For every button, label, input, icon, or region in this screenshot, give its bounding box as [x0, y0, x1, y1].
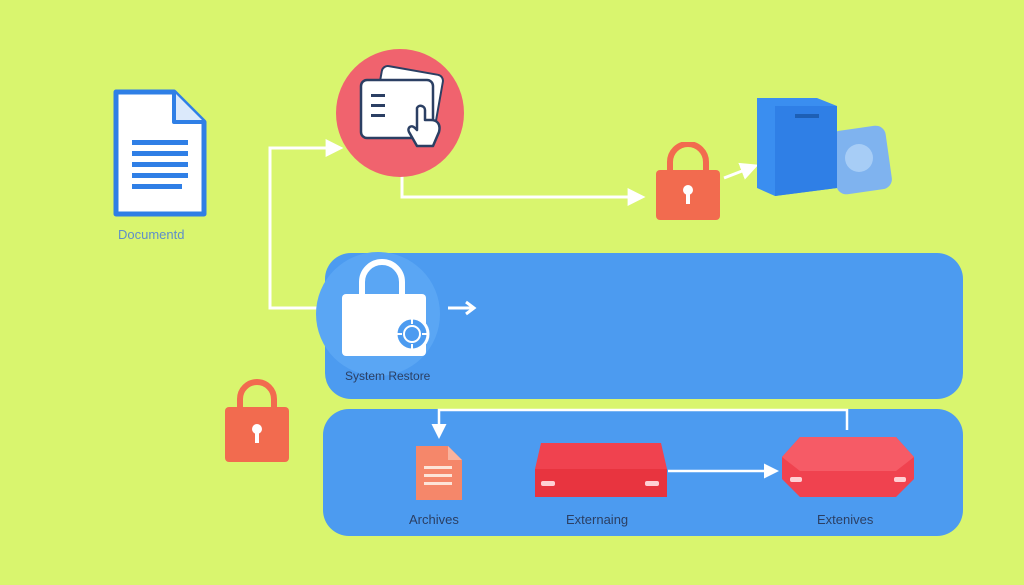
- restore-arrow: [448, 300, 477, 316]
- system-restore-node: [314, 248, 444, 385]
- hexagon-drive-icon: [782, 437, 914, 497]
- connector-selector-to-lock: [400, 172, 646, 206]
- hand-cards-icon: [336, 49, 464, 177]
- archives-node: [414, 444, 464, 507]
- side-lock-node: [224, 379, 290, 468]
- document-icon: [113, 89, 207, 217]
- archive-file-icon: [416, 446, 462, 500]
- padlock-icon: [225, 379, 289, 462]
- selector-node: [333, 48, 467, 183]
- restore-lock-icon: [316, 252, 440, 376]
- document-node: [112, 88, 208, 225]
- server-box-icon: [535, 443, 667, 497]
- system-restore-label: System Restore: [345, 369, 431, 383]
- extenives-node: [780, 433, 916, 506]
- connector-left: [268, 139, 344, 310]
- connector-lock-to-storage: [723, 162, 759, 180]
- externaing-node: [533, 441, 669, 506]
- externaing-label: Externaing: [566, 512, 629, 527]
- document-label: Documentd: [118, 227, 185, 242]
- folder-storage-icon: [757, 98, 892, 196]
- top-lock-node: [654, 141, 722, 227]
- storage-node: [755, 92, 895, 207]
- extenives-label: Extenives: [817, 512, 874, 527]
- padlock-icon: [656, 141, 720, 220]
- archives-label: Archives: [409, 512, 459, 527]
